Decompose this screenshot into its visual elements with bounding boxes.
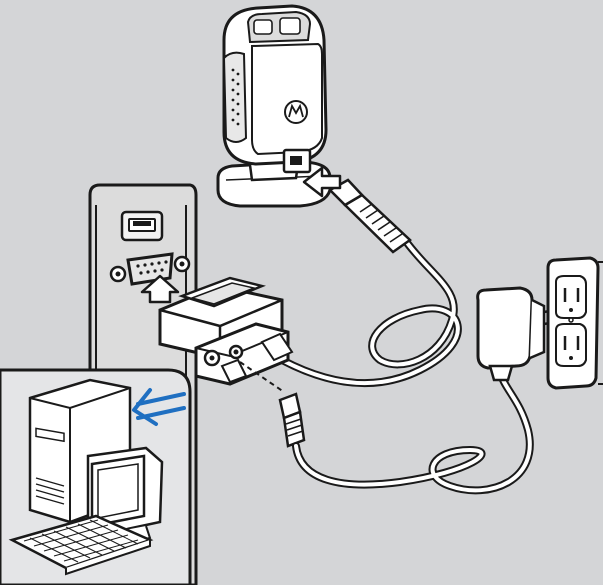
- brand-logo-icon: [285, 101, 307, 123]
- usb-port-icon: [122, 212, 162, 240]
- wall-outlet: [548, 258, 603, 388]
